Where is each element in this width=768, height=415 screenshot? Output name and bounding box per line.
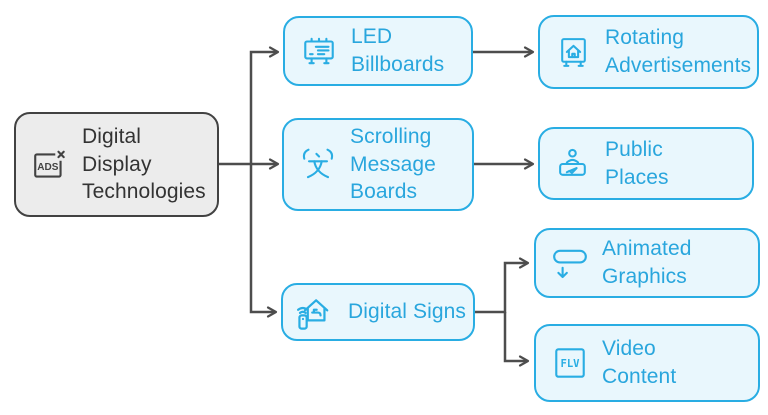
edge-root-to-led-billboards bbox=[249, 46, 280, 164]
flv-icon-text: FLV bbox=[560, 358, 580, 370]
language-broadcast-icon bbox=[302, 148, 334, 178]
edge-root-to-digital-signs bbox=[249, 164, 278, 318]
node-label: Public Places bbox=[605, 137, 669, 189]
edge-digital-signs-to-video-content bbox=[503, 312, 530, 367]
billboard-icon bbox=[304, 37, 334, 65]
node-label: Video Content bbox=[602, 337, 677, 388]
ads-icon-text: ADS bbox=[37, 161, 58, 172]
node-label: LED Billboards bbox=[351, 25, 445, 76]
node-label: Rotating Advertisements bbox=[605, 26, 752, 77]
node-scrolling-message-boards[interactable]: Scrolling Message Boards bbox=[282, 118, 474, 211]
node-label: Digital Display Technologies bbox=[82, 124, 206, 204]
signboard-home-icon bbox=[561, 37, 586, 67]
node-digital-signs[interactable]: Digital Signs bbox=[281, 283, 475, 341]
node-label: Animated Graphics bbox=[602, 237, 692, 288]
node-rotating-advertisements[interactable]: Rotating Advertisements bbox=[538, 15, 759, 89]
node-public-places[interactable]: Public Places bbox=[538, 127, 754, 200]
node-animated-graphics[interactable]: Animated Graphics bbox=[534, 228, 760, 298]
service-desk-icon bbox=[559, 148, 586, 176]
flv-file-icon: FLV bbox=[555, 348, 585, 378]
node-label: Digital Signs bbox=[348, 300, 467, 324]
edge-digital-signs-to-animated-graphics bbox=[475, 257, 530, 314]
smart-home-icon bbox=[297, 299, 329, 330]
node-digital-display-technologies[interactable]: ADS Digital Display Technologies bbox=[14, 112, 219, 217]
node-led-billboards[interactable]: LED Billboards bbox=[283, 16, 473, 86]
node-label: Scrolling Message Boards bbox=[350, 124, 436, 204]
node-video-content[interactable]: FLV Video Content bbox=[534, 324, 760, 402]
ads-blocker-icon: ADS bbox=[34, 148, 67, 178]
banner-down-arrow-icon bbox=[553, 249, 587, 279]
